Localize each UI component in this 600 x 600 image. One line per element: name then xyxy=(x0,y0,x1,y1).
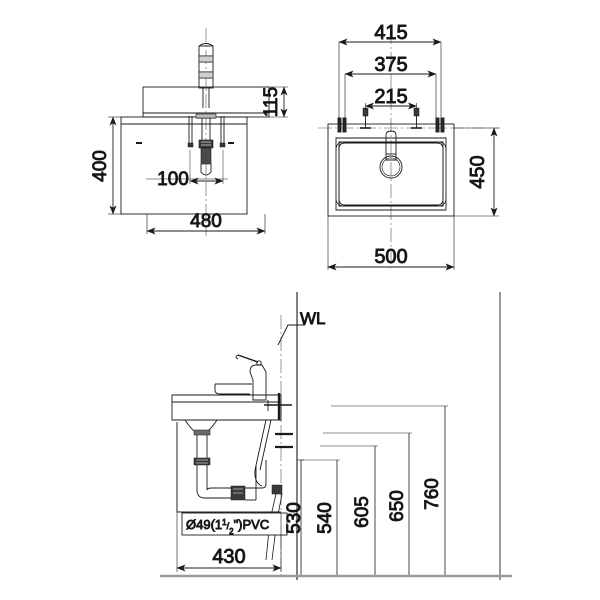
dim-label-540: 540 xyxy=(315,502,336,534)
dim-115: 115 xyxy=(261,86,288,118)
dim-label-480: 480 xyxy=(190,211,222,232)
dim-500: 500 xyxy=(327,216,455,271)
wall-bracket-side xyxy=(264,393,293,449)
fixing-bolt-right xyxy=(411,107,422,129)
top-plan-view: 415 375 215 450 500 xyxy=(318,22,500,271)
dim-label-605: 605 xyxy=(352,496,373,528)
dim-label-215: 215 xyxy=(374,86,407,108)
waste-trap-side xyxy=(184,419,283,561)
dim-label-450: 450 xyxy=(467,155,489,188)
label-wl: WL xyxy=(300,309,326,328)
faucet-plan xyxy=(379,130,403,179)
wall-line-side xyxy=(280,292,501,580)
dim-label-400: 400 xyxy=(90,150,111,182)
dim-215: 215 xyxy=(365,86,417,110)
dim-label-115: 115 xyxy=(261,87,282,117)
dim-label-375: 375 xyxy=(374,54,407,76)
dim-label-430: 430 xyxy=(212,546,245,568)
dim-label-650: 650 xyxy=(387,490,408,522)
wall-brackets-plan xyxy=(337,107,445,133)
counter-slab-side xyxy=(171,394,282,421)
basin-outline-plan xyxy=(327,123,455,217)
faucet-side xyxy=(214,354,267,401)
dim-430: 430 xyxy=(176,422,282,572)
faucet-front xyxy=(198,43,214,108)
drain-assembly-front xyxy=(187,113,226,176)
dim-label-530: 530 xyxy=(284,502,305,534)
fixing-bolt-left xyxy=(360,107,371,129)
dim-450: 450 xyxy=(454,127,499,217)
pipe-label-box: Ø49(11/2")PVC xyxy=(181,512,288,536)
dim-label-415: 415 xyxy=(374,22,407,44)
dim-480: 480 xyxy=(146,211,266,235)
side-section-view: WL xyxy=(160,292,512,580)
dim-label-760: 760 xyxy=(422,478,443,510)
dim-530: 530 xyxy=(284,459,305,576)
pipe-label-text: Ø49(11/2")PVC xyxy=(186,517,269,536)
dim-label-500: 500 xyxy=(374,246,407,268)
front-elevation-view: 115 400 100 480 xyxy=(90,28,288,236)
dim-540: 540 xyxy=(301,459,340,576)
dim-605: 605 xyxy=(320,445,378,576)
wl-leader: WL xyxy=(277,309,326,346)
dim-760: 760 xyxy=(331,405,448,576)
dim-label-100: 100 xyxy=(157,169,189,190)
dim-375: 375 xyxy=(344,54,437,122)
dim-100: 100 xyxy=(146,150,228,190)
dim-400: 400 xyxy=(90,116,121,215)
dim-650: 650 xyxy=(323,432,412,576)
cabinet-body-front xyxy=(120,116,248,215)
dim-415: 415 xyxy=(338,22,442,122)
